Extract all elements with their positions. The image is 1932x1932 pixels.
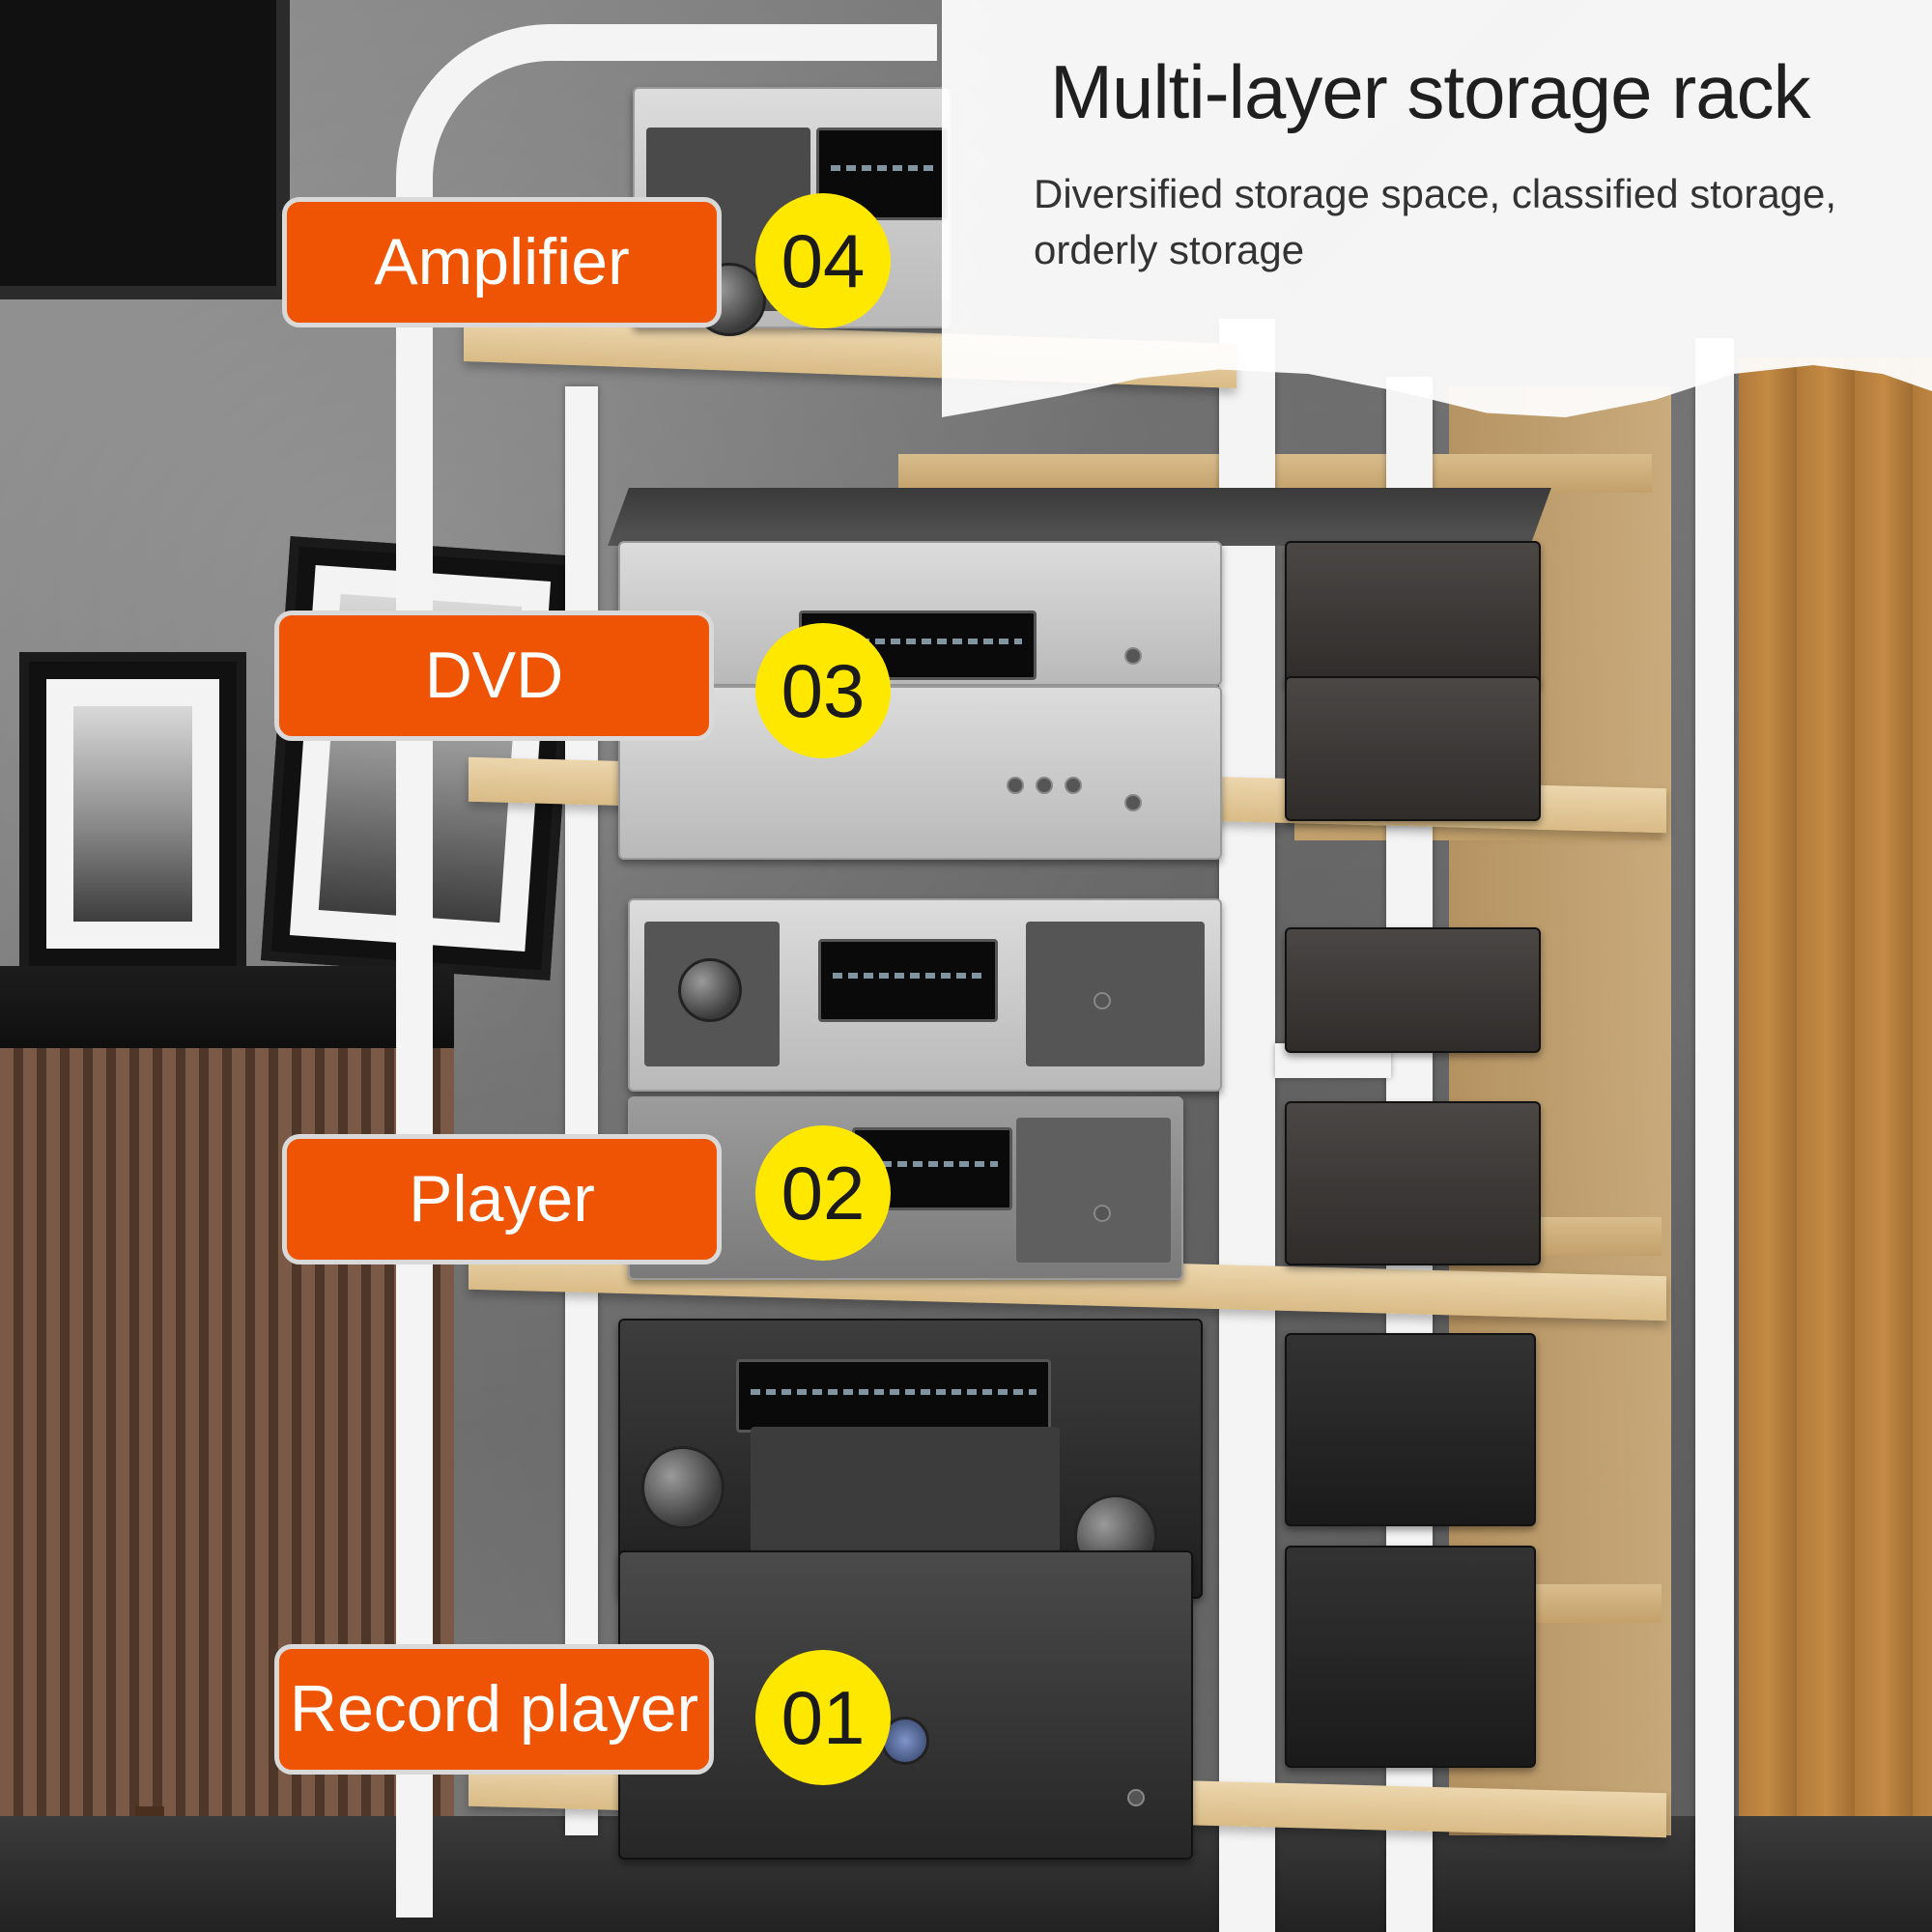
layer-number-04: 04 bbox=[755, 193, 891, 328]
dvd-side-lower bbox=[1285, 676, 1541, 821]
headline: Multi-layer storage rack bbox=[1050, 49, 1811, 134]
subheadline: Diversified storage space, classified st… bbox=[1034, 166, 1903, 278]
dvd-side-upper bbox=[1285, 541, 1541, 686]
layer-number-02: 02 bbox=[755, 1125, 891, 1261]
receiver-side bbox=[1285, 1333, 1536, 1526]
rack-frame-left-curve bbox=[396, 24, 937, 1918]
subheadline-line-2: orderly storage bbox=[1034, 227, 1305, 272]
player-side-lower bbox=[1285, 1101, 1541, 1265]
wall-tv bbox=[0, 0, 290, 299]
player-side bbox=[1285, 927, 1541, 1053]
player-display bbox=[818, 939, 998, 1022]
layer-label-dvd: DVD bbox=[274, 611, 714, 741]
receiver-knob-left bbox=[641, 1446, 724, 1529]
rack-inner-post bbox=[565, 386, 598, 1835]
power-amplifier bbox=[618, 1550, 1193, 1860]
layer-label-record-player: Record player bbox=[274, 1644, 714, 1775]
dvd-unit-lower bbox=[618, 686, 1222, 860]
player-speaker-knob bbox=[678, 958, 742, 1022]
wooden-cabinet-right bbox=[1739, 357, 1932, 1932]
layer-label-player: Player bbox=[282, 1134, 722, 1264]
photo-frame-left bbox=[19, 652, 246, 976]
rack-post-back bbox=[1695, 338, 1734, 1932]
subheadline-line-1: Diversified storage space, classified st… bbox=[1034, 171, 1837, 216]
cd-player-upper bbox=[628, 898, 1222, 1092]
layer-number-01: 01 bbox=[755, 1650, 891, 1785]
receiver-display bbox=[736, 1359, 1051, 1433]
rack-post-front bbox=[1219, 319, 1275, 1932]
power-amp-side bbox=[1285, 1546, 1536, 1768]
layer-label-amplifier: Amplifier bbox=[282, 197, 722, 327]
back-shelf bbox=[898, 454, 1652, 493]
layer-number-03: 03 bbox=[755, 623, 891, 758]
header-card bbox=[942, 0, 1932, 417]
dvd-top-lid bbox=[608, 488, 1551, 546]
tv-cabinet-top bbox=[0, 966, 454, 1053]
